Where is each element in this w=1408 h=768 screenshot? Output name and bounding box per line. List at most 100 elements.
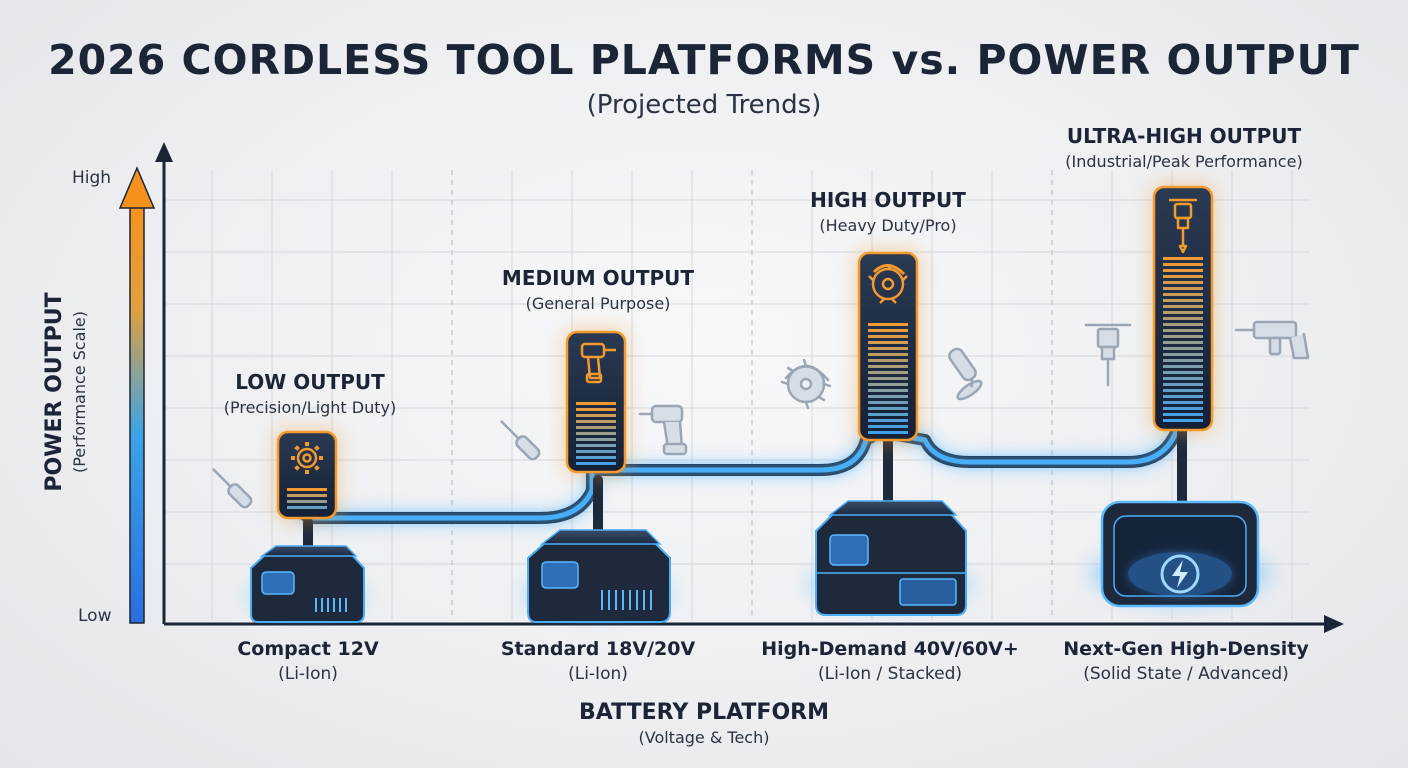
category-dividers bbox=[451, 170, 1053, 620]
power-column-stripe bbox=[868, 413, 908, 416]
jackhammer-icon bbox=[1169, 198, 1197, 254]
tier-name: MEDIUM OUTPUT bbox=[501, 266, 695, 290]
power-column-stripe bbox=[1163, 365, 1203, 368]
power-column-stripe bbox=[1163, 323, 1203, 326]
tier-name: ULTRA-HIGH OUTPUT bbox=[1066, 124, 1302, 148]
power-column-stripe bbox=[287, 494, 327, 497]
platform-name: Standard 18V/20V bbox=[500, 638, 696, 660]
power-column-stripe bbox=[1163, 419, 1203, 422]
power-column-stripe bbox=[287, 506, 327, 509]
platform-label-next-gen: Next-Gen High-Density (Solid State / Adv… bbox=[1036, 638, 1336, 684]
power-column-stripe bbox=[868, 401, 908, 404]
power-column-stripe bbox=[1163, 281, 1203, 284]
power-column-stripe bbox=[1163, 341, 1203, 344]
tier-name: LOW OUTPUT bbox=[235, 370, 385, 394]
power-column bbox=[1150, 183, 1216, 434]
tier-name: HIGH OUTPUT bbox=[810, 188, 966, 212]
power-column bbox=[274, 428, 340, 522]
power-column-stripe bbox=[868, 323, 908, 326]
platform-label-standard: Standard 18V/20V (Li-Ion) bbox=[458, 638, 738, 684]
power-column bbox=[855, 249, 921, 444]
platform-label-high-demand: High-Demand 40V/60V+ (Li-Ion / Stacked) bbox=[750, 638, 1030, 684]
power-column-stripe bbox=[576, 438, 616, 441]
power-column-stripe bbox=[868, 425, 908, 428]
power-column-stripe bbox=[1163, 329, 1203, 332]
power-column-stripe bbox=[1163, 335, 1203, 338]
x-axis-subtitle: (Voltage & Tech) bbox=[638, 728, 770, 747]
power-column-stripe bbox=[1163, 353, 1203, 356]
power-column-stripe bbox=[868, 335, 908, 338]
tier-desc: (Precision/Light Duty) bbox=[223, 398, 397, 417]
power-column-stripe bbox=[1163, 371, 1203, 374]
power-column-body bbox=[1152, 185, 1214, 432]
power-column-stripe bbox=[1163, 359, 1203, 362]
power-column-stripe bbox=[1163, 311, 1203, 314]
screwdriver-icon bbox=[500, 420, 541, 461]
power-column-stripe bbox=[1163, 305, 1203, 308]
circular-saw-icon bbox=[780, 358, 832, 410]
power-column-stripe bbox=[1163, 401, 1203, 404]
tier-desc: (Industrial/Peak Performance) bbox=[1065, 152, 1303, 171]
power-column-stripe bbox=[1163, 287, 1203, 290]
power-column-stripe bbox=[868, 389, 908, 392]
platform-name: Compact 12V bbox=[237, 638, 379, 660]
power-column-stripe bbox=[868, 347, 908, 350]
screwdriver-icon bbox=[212, 468, 253, 509]
tier-desc: (Heavy Duty/Pro) bbox=[819, 216, 957, 235]
y-axis-high-label: High bbox=[72, 168, 112, 188]
power-column-stripe bbox=[576, 432, 616, 435]
power-column-stripe bbox=[1163, 413, 1203, 416]
tier-label-ultra: ULTRA-HIGH OUTPUT (Industrial/Peak Perfo… bbox=[1004, 124, 1364, 171]
tier-desc: (General Purpose) bbox=[525, 294, 671, 313]
power-column-stripe bbox=[1163, 257, 1203, 260]
power-column-stripe bbox=[868, 383, 908, 386]
power-column-stripe bbox=[576, 420, 616, 423]
power-column-stripe bbox=[1163, 407, 1203, 410]
power-column-stripe bbox=[576, 444, 616, 447]
platform-tech: (Solid State / Advanced) bbox=[1083, 664, 1289, 684]
power-column-stripe bbox=[1163, 269, 1203, 272]
y-axis-title-text: POWER OUTPUT bbox=[42, 292, 68, 492]
platform-tech: (Li-Ion) bbox=[278, 664, 338, 684]
gear-icon bbox=[291, 442, 323, 474]
platform-name: High-Demand 40V/60V+ bbox=[761, 638, 1019, 660]
power-scale-arrow bbox=[118, 166, 156, 624]
power-column-stripe bbox=[1163, 263, 1203, 266]
power-column-stripe bbox=[287, 500, 327, 503]
jackhammer-icon bbox=[1084, 323, 1132, 387]
rotary-hammer-icon bbox=[1234, 320, 1310, 360]
power-columns bbox=[274, 183, 1216, 522]
power-column-stripe bbox=[576, 450, 616, 453]
battery-compact-12v bbox=[246, 545, 366, 623]
x-axis-title-text: BATTERY PLATFORM bbox=[579, 700, 829, 725]
x-axis-title: BATTERY PLATFORM (Voltage & Tech) bbox=[0, 700, 1408, 747]
power-column-stripe bbox=[868, 341, 908, 344]
platform-name: Next-Gen High-Density bbox=[1063, 638, 1309, 660]
power-circuit bbox=[292, 412, 1188, 565]
platform-label-compact: Compact 12V (Li-Ion) bbox=[168, 638, 448, 684]
power-column-stripe bbox=[868, 395, 908, 398]
power-column-stripe bbox=[1163, 389, 1203, 392]
power-column-stripe bbox=[576, 426, 616, 429]
power-column-stripe bbox=[1163, 275, 1203, 278]
power-column-stripe bbox=[868, 353, 908, 356]
power-column-stripe bbox=[868, 377, 908, 380]
power-column-stripe bbox=[868, 419, 908, 422]
power-column-stripe bbox=[868, 359, 908, 362]
power-column-stripe bbox=[576, 414, 616, 417]
power-column bbox=[563, 328, 629, 476]
platform-tech: (Li-Ion) bbox=[568, 664, 628, 684]
y-axis-low-label: Low bbox=[78, 606, 112, 626]
battery-next-gen bbox=[1090, 500, 1270, 608]
battery-standard-18v bbox=[522, 529, 674, 623]
power-column-stripe bbox=[868, 371, 908, 374]
power-column-stripe bbox=[576, 402, 616, 405]
power-column-stripe bbox=[576, 456, 616, 459]
power-column-stripe bbox=[576, 462, 616, 465]
circular-saw-icon bbox=[868, 264, 908, 304]
drill-icon bbox=[638, 404, 688, 456]
axes bbox=[155, 142, 1344, 633]
power-column-stripe bbox=[1163, 317, 1203, 320]
power-column-stripe bbox=[1163, 395, 1203, 398]
